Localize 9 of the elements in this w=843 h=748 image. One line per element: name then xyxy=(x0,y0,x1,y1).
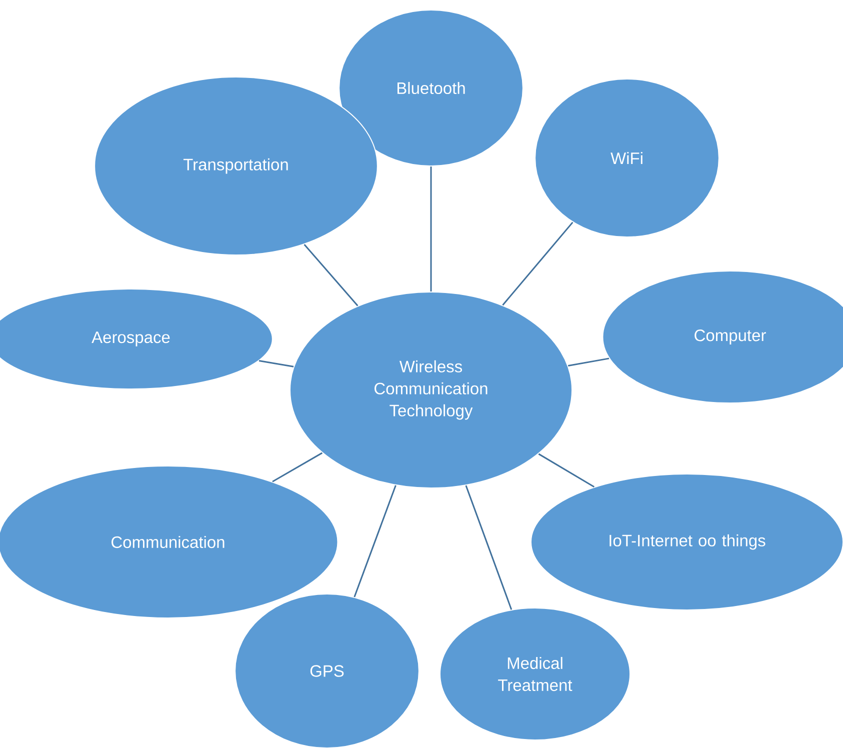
connector-line xyxy=(354,485,396,598)
connector-line xyxy=(538,453,595,488)
connector-line xyxy=(502,222,574,306)
connector-line xyxy=(258,360,294,368)
connector-line xyxy=(304,244,358,306)
connector-line xyxy=(430,166,432,292)
connector-line xyxy=(568,358,610,366)
connector-line xyxy=(465,485,512,610)
connector-line xyxy=(272,452,323,482)
